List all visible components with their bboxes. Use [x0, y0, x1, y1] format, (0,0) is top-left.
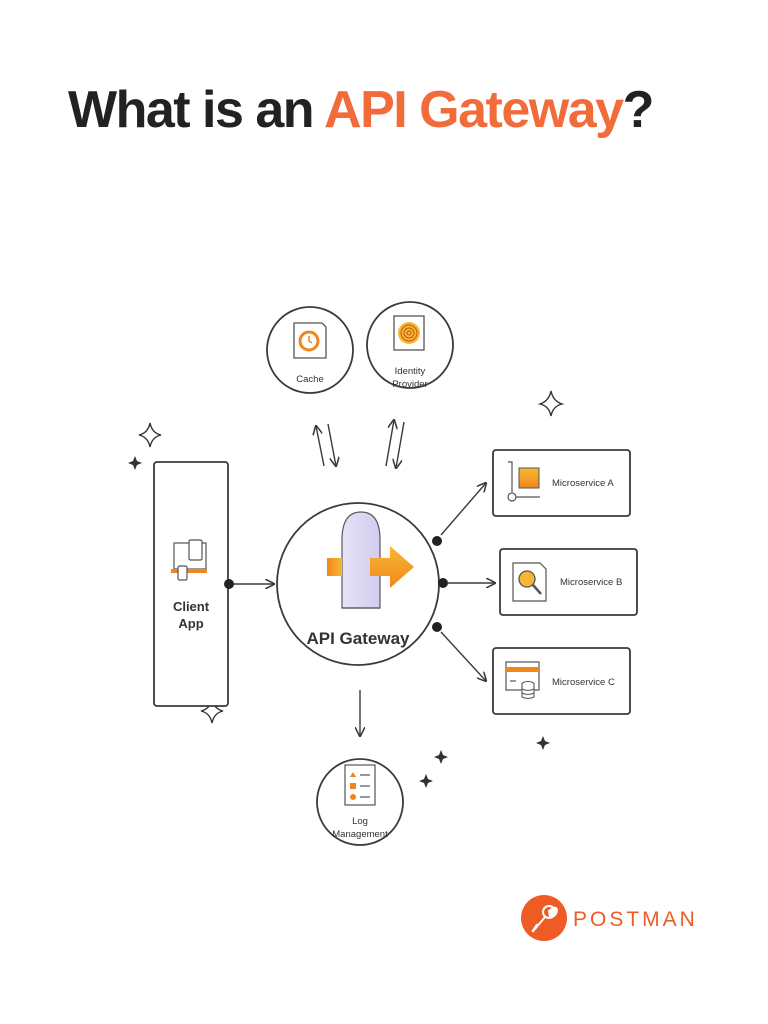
title-suffix: ?: [622, 81, 655, 139]
log-management-label-line-1: Log: [352, 816, 368, 827]
microservice-c-label: Microservice C: [552, 677, 615, 688]
sparkle-icon: [419, 774, 433, 788]
gateway-arrow-icon: [327, 546, 414, 588]
gateway-arch-icon: [341, 511, 381, 609]
log-management-node: Log Management: [316, 758, 404, 846]
api-gateway-node: API Gateway: [276, 502, 440, 666]
microservice-a-node: Microservice A: [492, 449, 631, 517]
microservice-a-icon: [507, 461, 540, 502]
cache-gateway-arrows: [316, 423, 336, 466]
microservice-b-node: Microservice B: [499, 548, 638, 616]
cache-clock-icon: [293, 322, 327, 359]
cache-label: Cache: [296, 374, 323, 385]
search-icon: [512, 562, 547, 602]
postman-rocket-icon: [521, 895, 567, 941]
devices-icon: [171, 539, 207, 581]
log-management-label-line-2: Management: [332, 829, 388, 840]
postman-wordmark: POSTMAN: [573, 908, 698, 931]
client-app-node: Client App: [153, 461, 229, 707]
identity-provider-node: Identity Provider: [366, 301, 454, 390]
sparkle-icon: [537, 390, 565, 417]
gateway-microservice-a-connector: [432, 483, 486, 546]
microservice-b-label: Microservice B: [560, 577, 622, 588]
identity-gateway-arrows: [385, 420, 405, 468]
client-app-label-line-1: Client: [173, 599, 210, 614]
fingerprint-icon: [393, 315, 425, 351]
microservice-c-node: Microservice C: [492, 647, 631, 715]
postman-logo: POSTMAN: [521, 895, 698, 941]
page-title: What is an API Gateway?: [68, 80, 655, 140]
database-icon: [505, 661, 540, 700]
title-highlight: API Gateway: [324, 81, 624, 139]
gateway-microservice-b-connector: [438, 578, 495, 588]
client-app-label-line-2: App: [178, 616, 203, 631]
cache-node: Cache: [266, 306, 354, 394]
client-gateway-connector: [224, 579, 274, 589]
gateway-microservice-c-connector: [432, 622, 486, 681]
log-list-icon: [344, 764, 376, 806]
identity-provider-label-line-1: Identity: [395, 366, 426, 377]
identity-provider-label-line-2: Provider: [392, 379, 427, 390]
api-gateway-label: API Gateway: [307, 629, 411, 648]
title-prefix: What is an: [68, 81, 325, 139]
sparkle-icon: [434, 750, 448, 764]
sparkle-icon: [200, 698, 224, 724]
sparkle-icon: [536, 736, 550, 750]
sparkle-icon: [128, 456, 142, 470]
sparkle-icon: [138, 422, 162, 448]
microservice-a-label: Microservice A: [552, 478, 614, 489]
